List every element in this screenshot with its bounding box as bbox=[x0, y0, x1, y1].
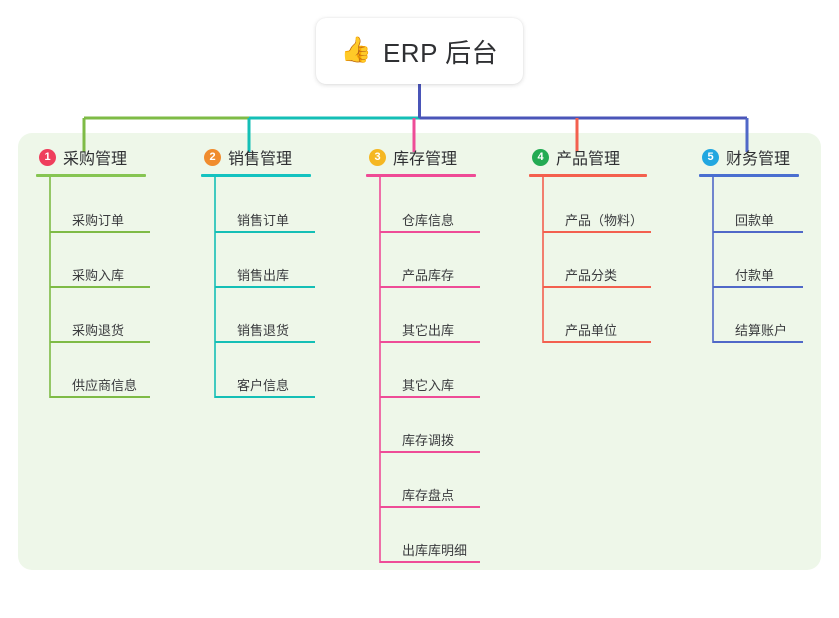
branch-item-label: 产品库存 bbox=[402, 268, 455, 283]
branch-number-badge: 2 bbox=[204, 148, 221, 166]
branch-item[interactable]: 销售退货 bbox=[215, 317, 315, 343]
branch-column-4: 4 产品管理产品（物料） 产品分类产品单位 bbox=[529, 146, 651, 398]
branch-item-label: 采购订单 bbox=[72, 213, 125, 228]
branch-item-label: 采购退货 bbox=[72, 323, 125, 338]
branch-item[interactable]: 仓库信息 bbox=[380, 207, 480, 233]
mindmap-canvas: 👍 ERP 后台 1 采购管理采购订单采购入库采购退货供应商信息 2 销售管理销售订单… bbox=[18, 18, 821, 570]
branch-item-underline bbox=[380, 506, 480, 508]
branch-item[interactable]: 供应商信息 bbox=[50, 372, 150, 398]
branch-item-label: 出库库明细 bbox=[402, 543, 468, 558]
branch-item-underline bbox=[380, 561, 480, 563]
branch-item-underline bbox=[215, 341, 315, 343]
branch-item-label: 销售出库 bbox=[237, 268, 290, 283]
branch-item-label: 其它出库 bbox=[402, 323, 455, 338]
branch-column-3: 3 库存管理仓库信息产品库存其它出库其它入库库存调拨库存盘点出库库明细 bbox=[366, 146, 480, 618]
branch-column-5: 5 财务管理回款单付款单结算账户 bbox=[699, 146, 803, 398]
branch-item-underline bbox=[50, 231, 150, 233]
branch-number-badge: 1 bbox=[39, 148, 56, 166]
branch-column-2: 2 销售管理销售订单销售出库销售退货客户信息 bbox=[201, 146, 315, 453]
branch-item-list: 仓库信息产品库存其它出库其它入库库存调拨库存盘点出库库明细 bbox=[366, 177, 480, 618]
branch-item[interactable]: 产品库存 bbox=[380, 262, 480, 288]
branch-header-label: 财务管理 bbox=[726, 151, 791, 168]
branch-number-badge: 5 bbox=[702, 148, 719, 166]
branch-item-list: 产品（物料） 产品分类产品单位 bbox=[529, 177, 651, 398]
branch-header-label: 销售管理 bbox=[228, 151, 293, 168]
branch-item-label: 销售退货 bbox=[237, 323, 290, 338]
branch-item-label: 付款单 bbox=[735, 268, 775, 283]
branch-item-underline bbox=[215, 396, 315, 398]
branch-header-3[interactable]: 3 库存管理 bbox=[366, 146, 476, 168]
root-node-title: ERP 后台 bbox=[382, 37, 499, 68]
branch-item[interactable]: 付款单 bbox=[713, 262, 803, 288]
branch-item-label: 供应商信息 bbox=[72, 378, 138, 393]
branch-item-label: 库存盘点 bbox=[402, 488, 455, 503]
branch-item[interactable]: 销售出库 bbox=[215, 262, 315, 288]
branch-header-5[interactable]: 5 财务管理 bbox=[699, 146, 799, 168]
branch-item[interactable]: 采购订单 bbox=[50, 207, 150, 233]
branch-item[interactable]: 回款单 bbox=[713, 207, 803, 233]
branch-item[interactable]: 库存调拨 bbox=[380, 427, 480, 453]
branch-item-label: 结算账户 bbox=[735, 323, 788, 338]
branch-item-underline bbox=[50, 341, 150, 343]
branch-item-underline bbox=[380, 286, 480, 288]
branch-item-underline bbox=[380, 396, 480, 398]
branch-item-list: 销售订单销售出库销售退货客户信息 bbox=[201, 177, 315, 453]
branch-item-underline bbox=[713, 286, 803, 288]
branch-item-underline bbox=[713, 341, 803, 343]
branch-header-underline bbox=[201, 174, 311, 177]
branch-item-underline bbox=[713, 231, 803, 233]
branch-item-label: 客户信息 bbox=[237, 378, 290, 393]
branch-item-list: 回款单付款单结算账户 bbox=[699, 177, 803, 398]
branch-header-label: 采购管理 bbox=[63, 151, 128, 168]
root-node-erp-backend[interactable]: 👍 ERP 后台 bbox=[316, 18, 523, 84]
branch-item-label: 产品分类 bbox=[565, 268, 618, 283]
thumbs-up-icon: 👍 bbox=[340, 35, 372, 64]
branch-column-1: 1 采购管理采购订单采购入库采购退货供应商信息 bbox=[36, 146, 150, 453]
branch-item[interactable]: 产品分类 bbox=[543, 262, 651, 288]
root-node-content: 👍 ERP 后台 bbox=[341, 33, 498, 70]
branch-item-underline bbox=[215, 286, 315, 288]
branch-header-underline bbox=[36, 174, 146, 177]
branch-header-underline bbox=[366, 174, 476, 177]
branch-item[interactable]: 采购入库 bbox=[50, 262, 150, 288]
branch-item-underline bbox=[380, 231, 480, 233]
branch-item[interactable]: 库存盘点 bbox=[380, 482, 480, 508]
branch-item-underline bbox=[380, 341, 480, 343]
branch-item[interactable]: 其它入库 bbox=[380, 372, 480, 398]
branch-item[interactable]: 采购退货 bbox=[50, 317, 150, 343]
branch-header-1[interactable]: 1 采购管理 bbox=[36, 146, 146, 168]
branch-item-label: 库存调拨 bbox=[402, 433, 455, 448]
branch-item-underline bbox=[215, 231, 315, 233]
branch-item[interactable]: 结算账户 bbox=[713, 317, 803, 343]
branch-item[interactable]: 出库库明细 bbox=[380, 537, 480, 563]
branch-header-underline bbox=[529, 174, 647, 177]
branch-item-label: 销售订单 bbox=[237, 213, 290, 228]
branch-item-underline bbox=[543, 231, 651, 233]
branch-item-label: 产品单位 bbox=[565, 323, 618, 338]
branch-item-underline bbox=[50, 396, 150, 398]
branch-item-label: 其它入库 bbox=[402, 378, 455, 393]
branch-item-underline bbox=[380, 451, 480, 453]
branch-item[interactable]: 客户信息 bbox=[215, 372, 315, 398]
branch-header-label: 产品管理 bbox=[556, 151, 621, 168]
branch-item-underline bbox=[543, 341, 651, 343]
branch-item-list: 采购订单采购入库采购退货供应商信息 bbox=[36, 177, 150, 453]
branch-number-badge: 3 bbox=[369, 148, 386, 166]
branch-header-4[interactable]: 4 产品管理 bbox=[529, 146, 647, 168]
branch-item-label: 产品（物料） bbox=[565, 213, 644, 228]
branch-header-label: 库存管理 bbox=[393, 151, 458, 168]
branch-header-2[interactable]: 2 销售管理 bbox=[201, 146, 311, 168]
branch-number-badge: 4 bbox=[532, 148, 549, 166]
branch-item[interactable]: 产品单位 bbox=[543, 317, 651, 343]
branch-header-underline bbox=[699, 174, 799, 177]
branch-item-label: 回款单 bbox=[735, 213, 775, 228]
diagram-background-panel bbox=[18, 133, 821, 570]
branch-item-underline bbox=[543, 286, 651, 288]
branch-item-label: 仓库信息 bbox=[402, 213, 455, 228]
branch-item[interactable]: 产品（物料） bbox=[543, 207, 651, 233]
branch-item-underline bbox=[50, 286, 150, 288]
branch-item[interactable]: 其它出库 bbox=[380, 317, 480, 343]
branch-item[interactable]: 销售订单 bbox=[215, 207, 315, 233]
branch-item-label: 采购入库 bbox=[72, 268, 125, 283]
